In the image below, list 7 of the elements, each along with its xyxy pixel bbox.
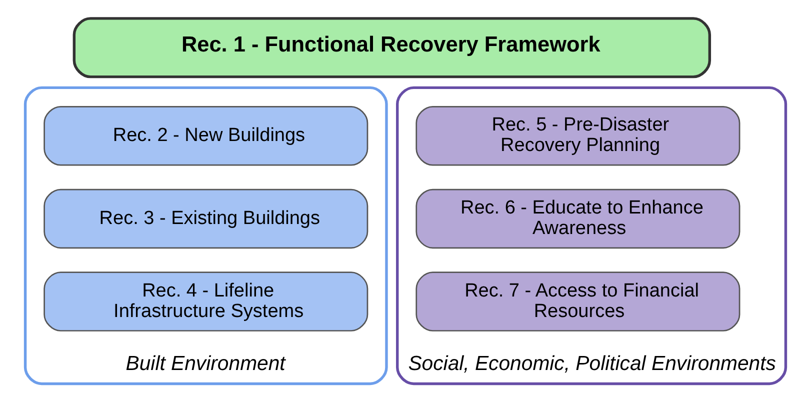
node-box: Rec. 5 - Pre-Disaster Recovery Planning	[416, 106, 740, 166]
node-box: Rec. 3 - Existing Buildings	[44, 188, 368, 248]
node-box: Rec. 7 - Access to Financial Resources	[416, 271, 740, 331]
node-box: Rec. 2 - New Buildings	[44, 106, 368, 166]
node-box: Rec. 1 - Functional Recovery Framework	[72, 16, 712, 78]
node-box: Rec. 6 - Educate to Enhance Awareness	[416, 188, 740, 248]
node-box: Rec. 4 - Lifeline Infrastructure Systems	[44, 271, 368, 331]
